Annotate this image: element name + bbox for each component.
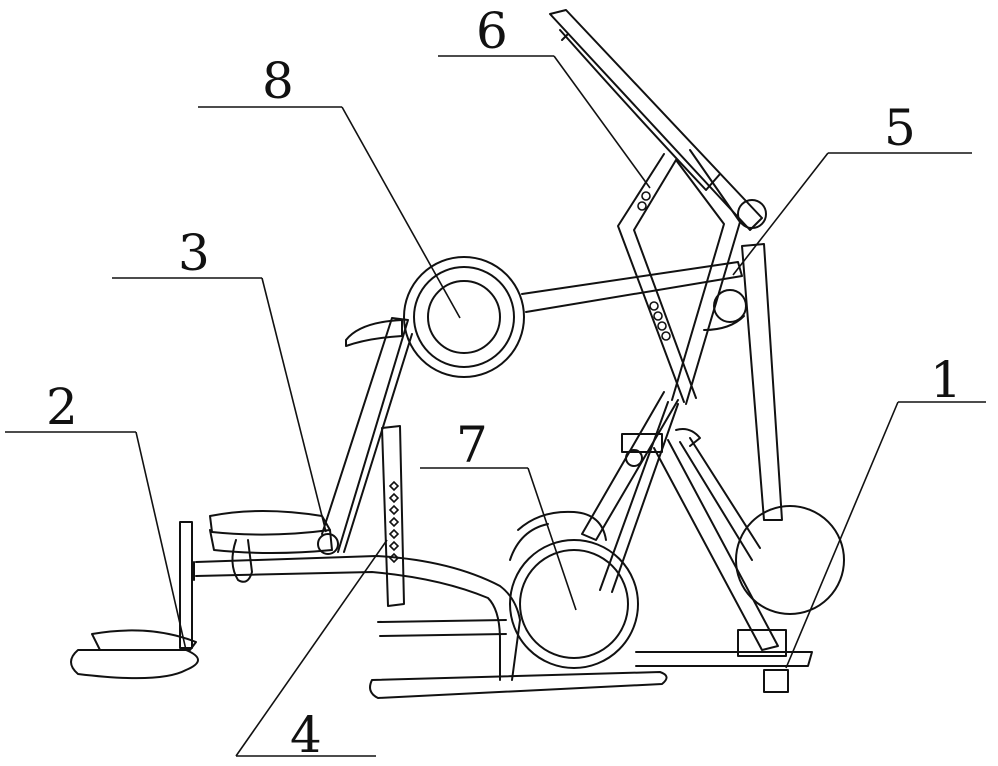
label-1: 1 (930, 351, 962, 409)
part-2-foot-stand (70, 521, 199, 680)
part-1-weight-ball (735, 505, 845, 615)
label-2: 2 (46, 378, 78, 436)
part-4-adjust-post (381, 425, 405, 607)
label-7: 7 (456, 416, 488, 474)
part-5-right-column (703, 243, 783, 521)
leader-8 (198, 106, 461, 319)
reference-numerals: 1 2 3 4 5 6 7 8 (46, 2, 962, 764)
leader-7 (420, 467, 577, 611)
label-6: 6 (476, 2, 508, 60)
lower-struts (581, 391, 779, 651)
leader-6 (438, 55, 651, 189)
leader-4 (235, 539, 388, 757)
part-8-upper-wheel (403, 256, 525, 378)
leader-5 (732, 152, 972, 276)
adjust-holes (388, 480, 400, 564)
leader-lines (5, 55, 986, 757)
backrest-arm (321, 317, 413, 553)
crossbar (521, 261, 743, 313)
label-8: 8 (262, 52, 294, 110)
part-6-handle-arm (549, 9, 767, 231)
part-3-seat (209, 510, 339, 555)
leader-2 (5, 431, 187, 651)
lever-linkage (617, 149, 741, 405)
label-3: 3 (178, 224, 210, 282)
lever-holes (637, 191, 671, 341)
leader-3 (112, 277, 327, 533)
base-runners (369, 619, 813, 699)
label-4: 4 (290, 706, 322, 764)
leader-1 (785, 401, 986, 669)
label-5: 5 (884, 99, 916, 157)
part-7-lower-wheel (509, 510, 639, 669)
seat-frame (193, 539, 521, 681)
